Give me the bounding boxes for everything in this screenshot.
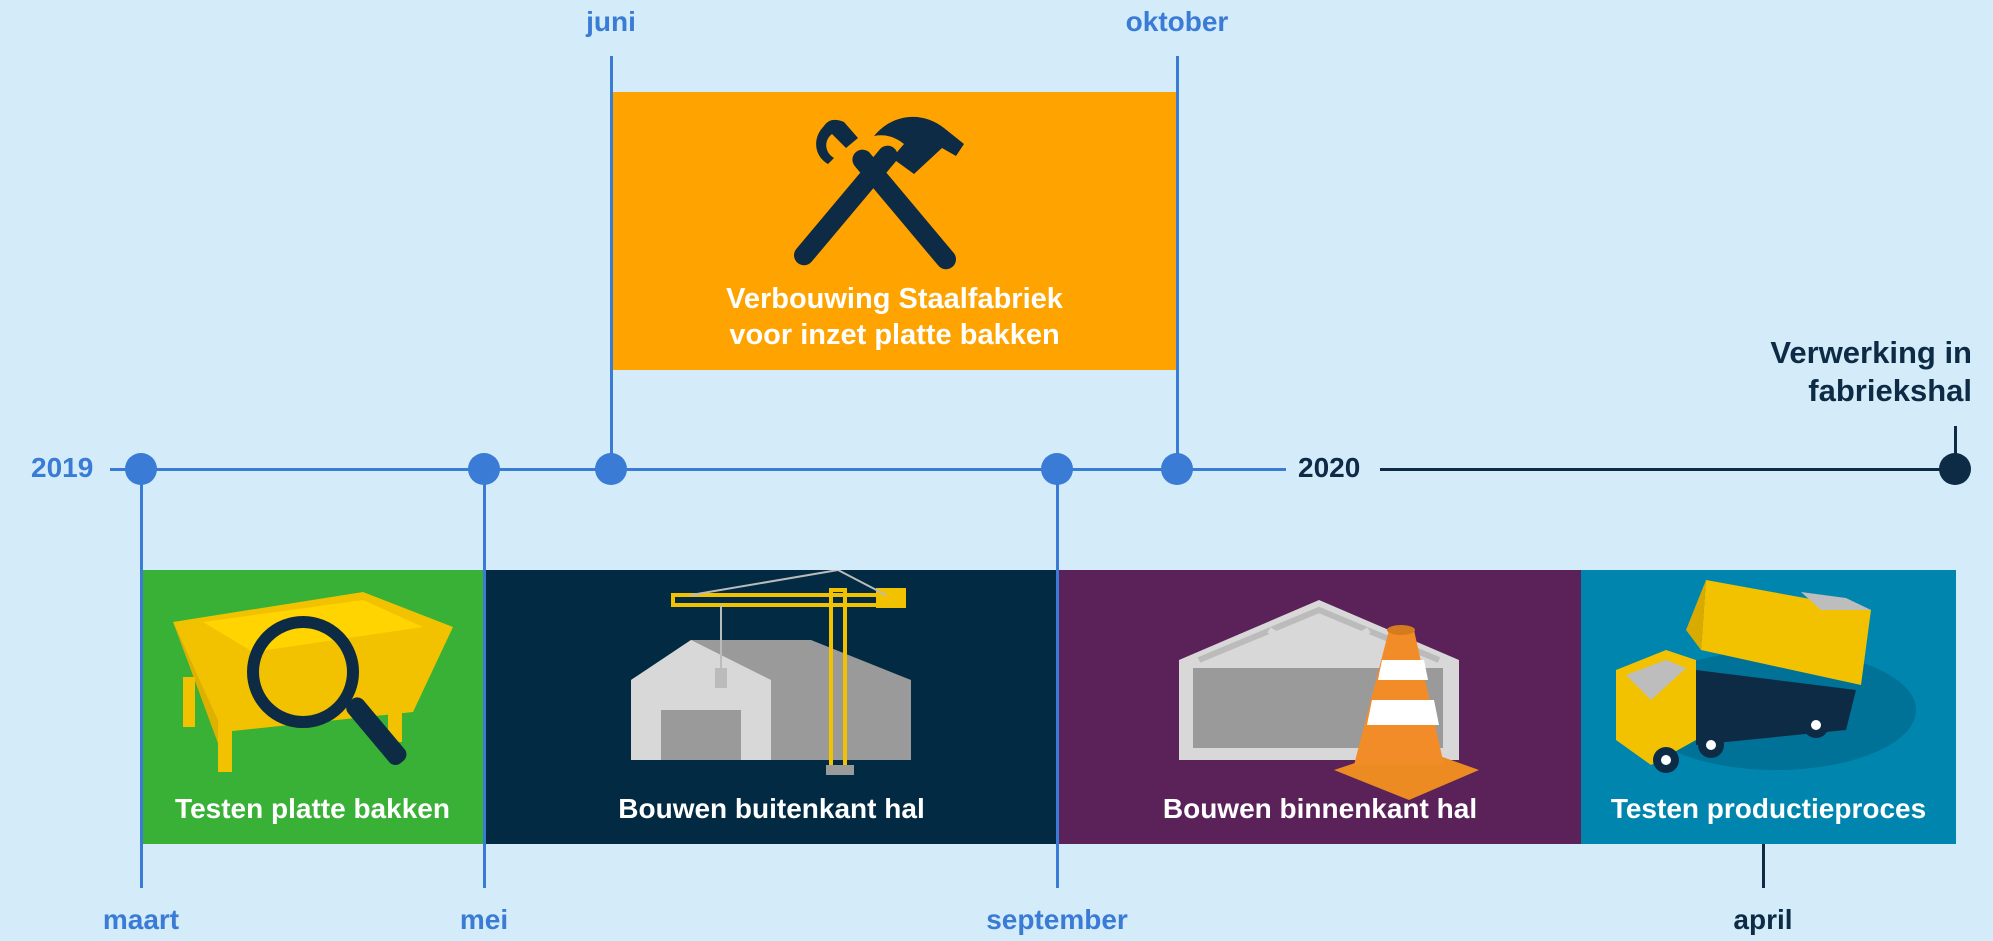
timeline-dot-end [1939,453,1971,485]
phase-label-bouwen-binnenkant: Bouwen binnenkant hal [1162,793,1478,824]
skip-container-magnifier-icon [173,592,453,772]
connector-maart [140,470,143,888]
end-label-line1: Verwerking in [1770,335,1972,370]
phase-label-testen-productieproces: Testen productieproces [1610,793,1927,824]
connector-juni [610,56,613,470]
phase-panel-bouwen-buitenkant: Bouwen buitenkant hal [486,570,1057,844]
timeline-dot-september [1041,453,1073,485]
month-label-mei: mei [459,904,509,935]
connector-september [1056,470,1059,888]
connector-end [1954,426,1957,470]
timeline-dot-mei [468,453,500,485]
connector-mei [483,470,486,888]
phase-label-bouwen-buitenkant: Bouwen buitenkant hal [618,793,925,824]
hall-traffic-cone-icon [1179,600,1479,800]
year-label-2020: 2020 [1298,452,1361,483]
timeline-dot-juni [595,453,627,485]
tools-icon [794,116,964,270]
crane-hall-icon [631,570,911,775]
phase-panel-verbouwing: Verbouwing Staalfabriek voor inzet platt… [613,92,1176,370]
end-label: Verwerking in fabriekshal [1770,334,1972,410]
month-label-juni: juni [586,6,636,37]
timeline-line-2019 [110,468,1286,471]
phase-label-testen-platte-bakken: Testen platte bakken [175,793,450,824]
connector-oktober [1176,56,1179,470]
end-label-line2: fabriekshal [1808,373,1972,408]
month-label-september: september [986,904,1128,935]
phase-label-verbouwing-line2: voor inzet platte bakken [729,319,1060,351]
timeline-dot-maart [125,453,157,485]
phase-panel-bouwen-binnenkant: Bouwen binnenkant hal [1059,570,1581,844]
timeline-line-2020 [1380,468,1955,471]
phase-label-verbouwing-line1: Verbouwing Staalfabriek [726,283,1063,315]
month-label-maart: maart [102,904,180,935]
year-label-2019: 2019 [31,452,94,483]
dump-truck-icon [1616,580,1916,773]
month-label-oktober: oktober [1125,6,1229,37]
connector-april [1762,844,1765,888]
phase-panel-testen-platte-bakken: Testen platte bakken [141,570,484,844]
month-label-april: april [1733,904,1793,935]
timeline-dot-oktober [1161,453,1193,485]
phase-panel-testen-productieproces: Testen productieproces [1581,570,1956,844]
